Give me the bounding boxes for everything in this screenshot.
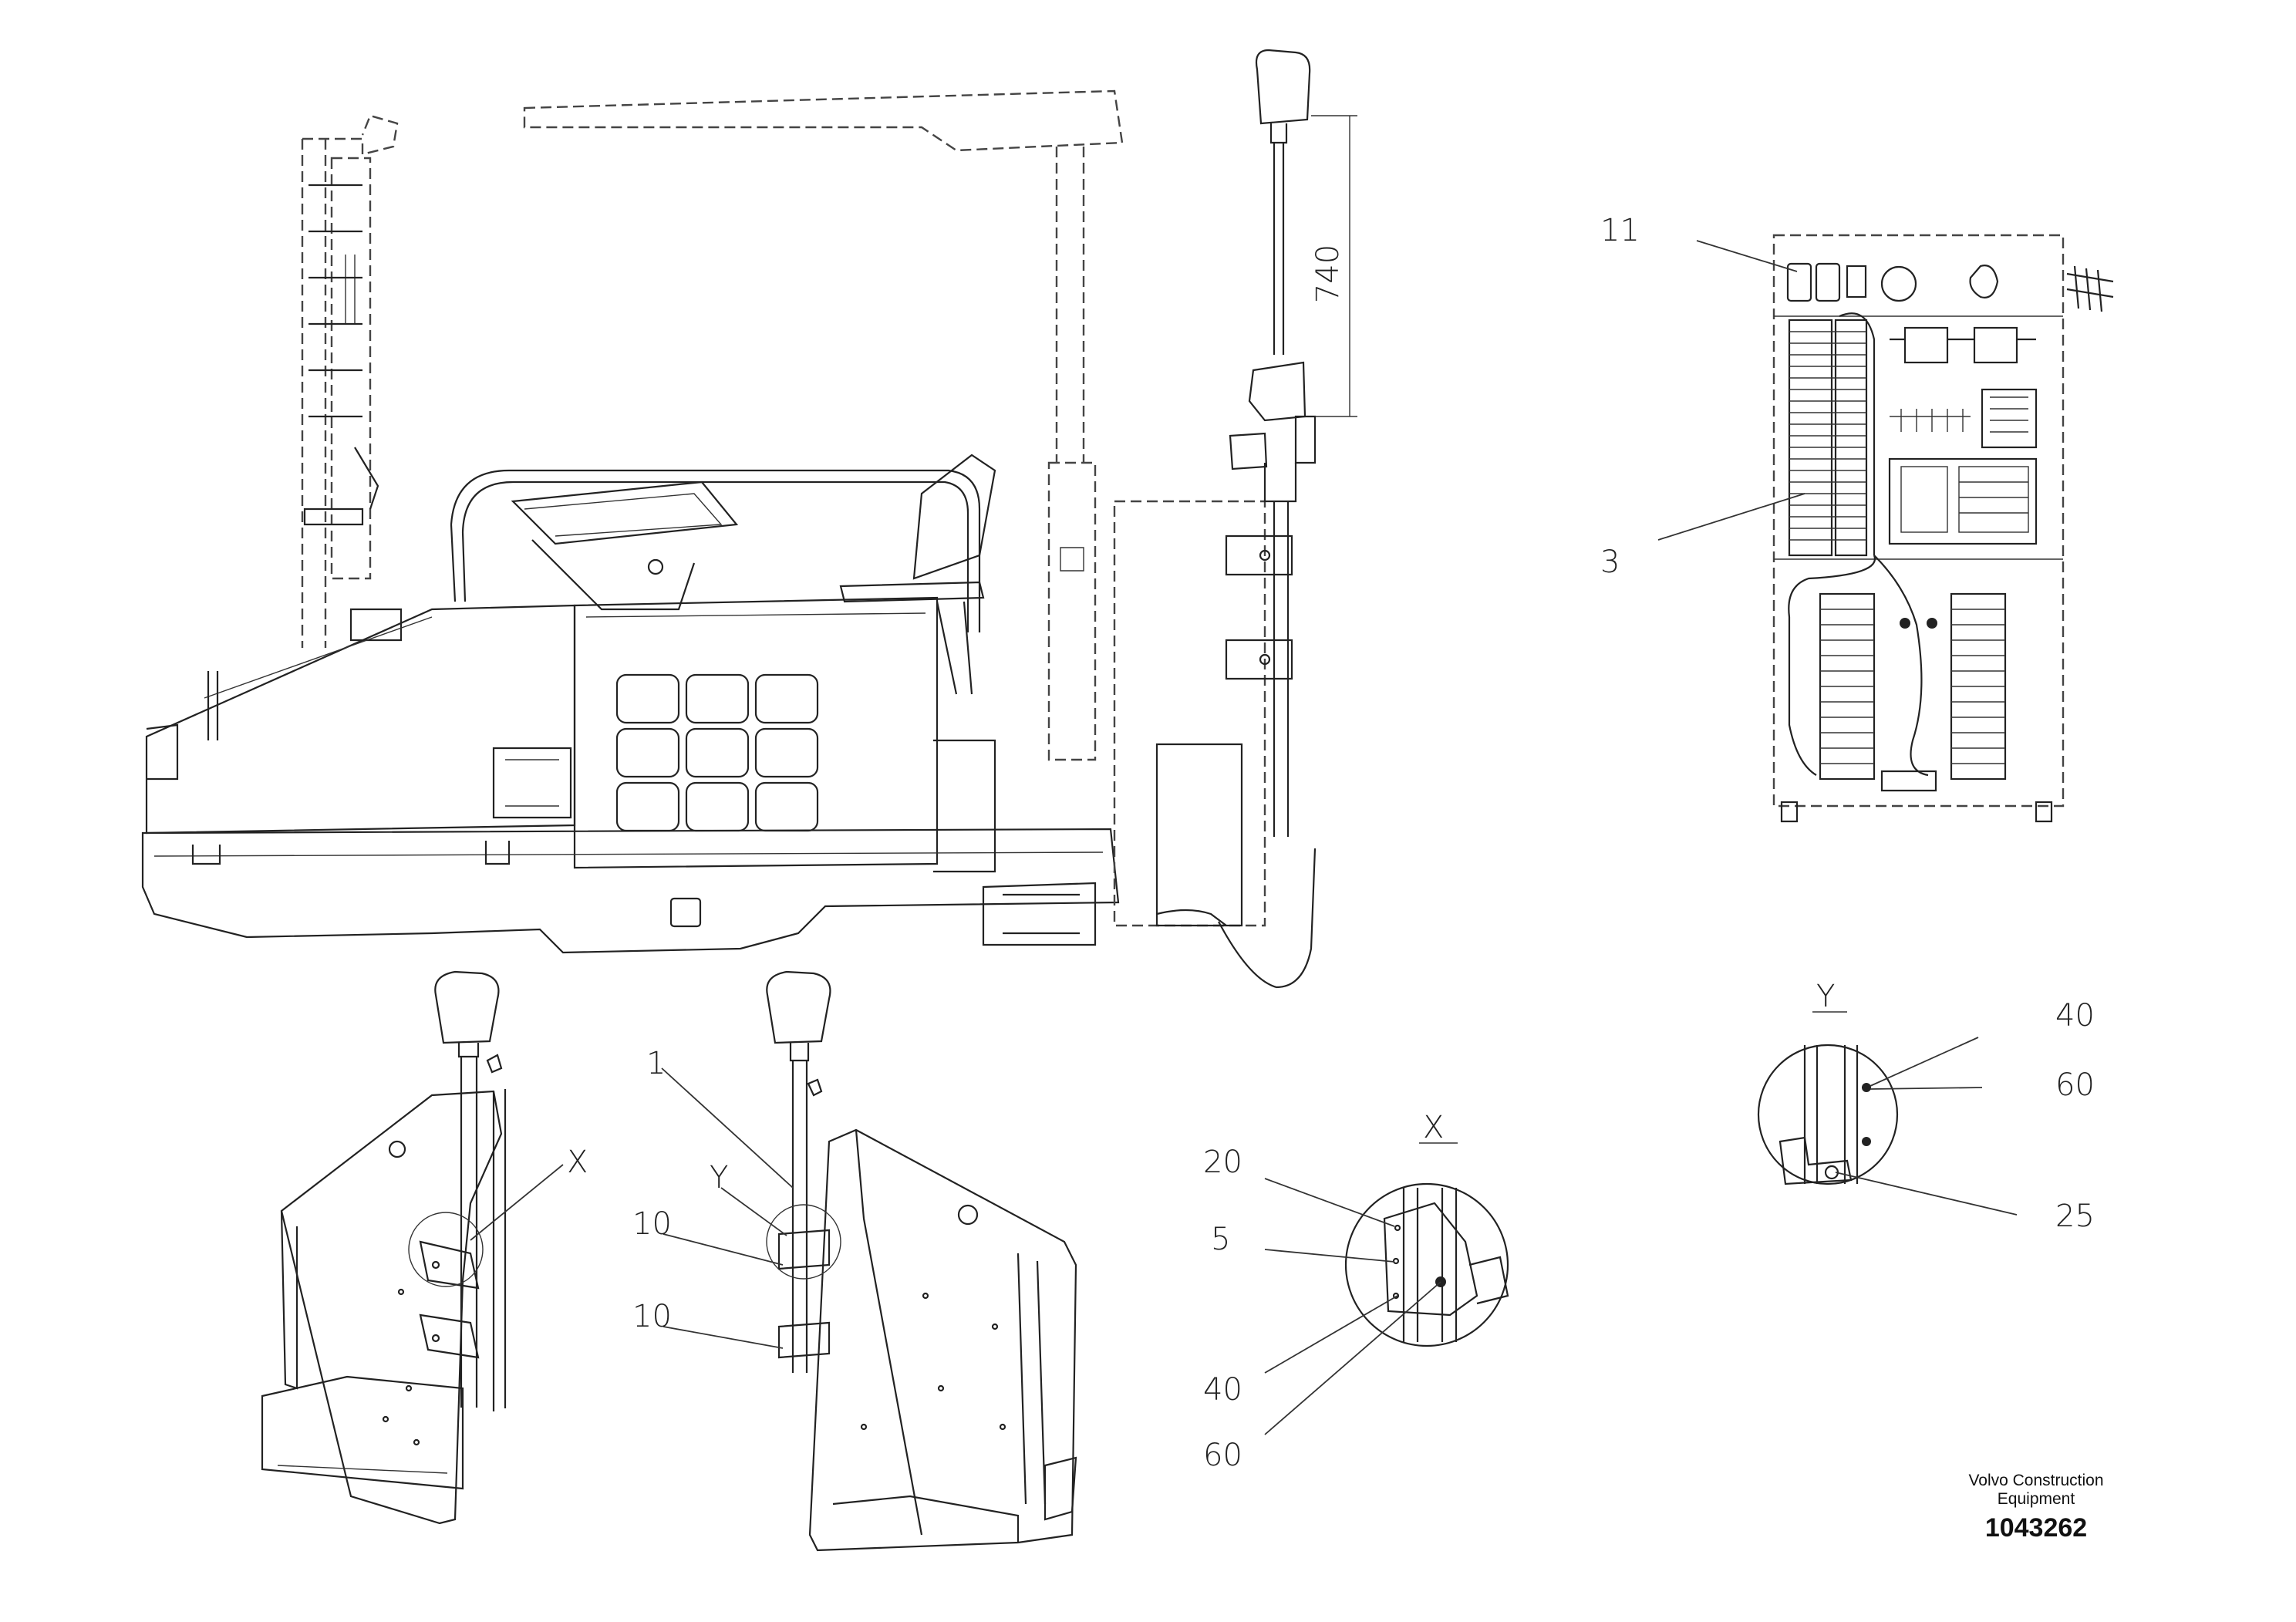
company-name-line2: Equipment [1997, 1490, 2075, 1508]
terminal-strip-upper [1788, 319, 1868, 557]
callout-40-detail-y: 40 [2055, 998, 2095, 1034]
grille [615, 673, 819, 832]
machine-side-view: 740 [141, 49, 1357, 989]
drawing-number: 1043262 [1984, 1513, 2088, 1543]
dimension-740: 740 [1310, 244, 1346, 303]
electrical-cabinet [1772, 234, 2114, 823]
detail-x-view [1344, 1182, 1509, 1347]
callout-y-left: Y [710, 1160, 728, 1195]
callout-11: 11 [1600, 213, 1640, 248]
callout-labels: 11 3 1 X Y 10 10 X 20 5 40 60 Y 40 60 25 [567, 213, 2095, 1473]
callout-5: 5 [1211, 1222, 1230, 1257]
company-name: Volvo Construction Equipment [1905, 1472, 2167, 1509]
leader-lines [470, 240, 2018, 1435]
beacon-mast: 740 [1229, 49, 1357, 837]
callout-x-left: X [567, 1145, 588, 1180]
callout-60-detail-y: 60 [2055, 1067, 2095, 1103]
beacon-assembly-right [766, 970, 1077, 1552]
beacon-assembly-left [261, 970, 507, 1525]
callout-10-upper: 10 [632, 1206, 672, 1242]
terminal-strip-lower [1819, 592, 2007, 781]
callout-40-detail-x: 40 [1203, 1372, 1242, 1408]
view-label-x: X [1423, 1110, 1444, 1145]
detail-y-view [1757, 1044, 1899, 1185]
callout-20: 20 [1203, 1145, 1242, 1180]
view-label-y: Y [1816, 979, 1835, 1014]
callout-60-detail-x: 60 [1203, 1438, 1242, 1473]
company-name-line1: Volvo Construction [1968, 1472, 2104, 1489]
callout-1: 1 [646, 1046, 666, 1081]
callout-10-lower: 10 [632, 1299, 672, 1334]
callout-3: 3 [1600, 545, 1620, 580]
callout-25: 25 [2055, 1199, 2095, 1234]
